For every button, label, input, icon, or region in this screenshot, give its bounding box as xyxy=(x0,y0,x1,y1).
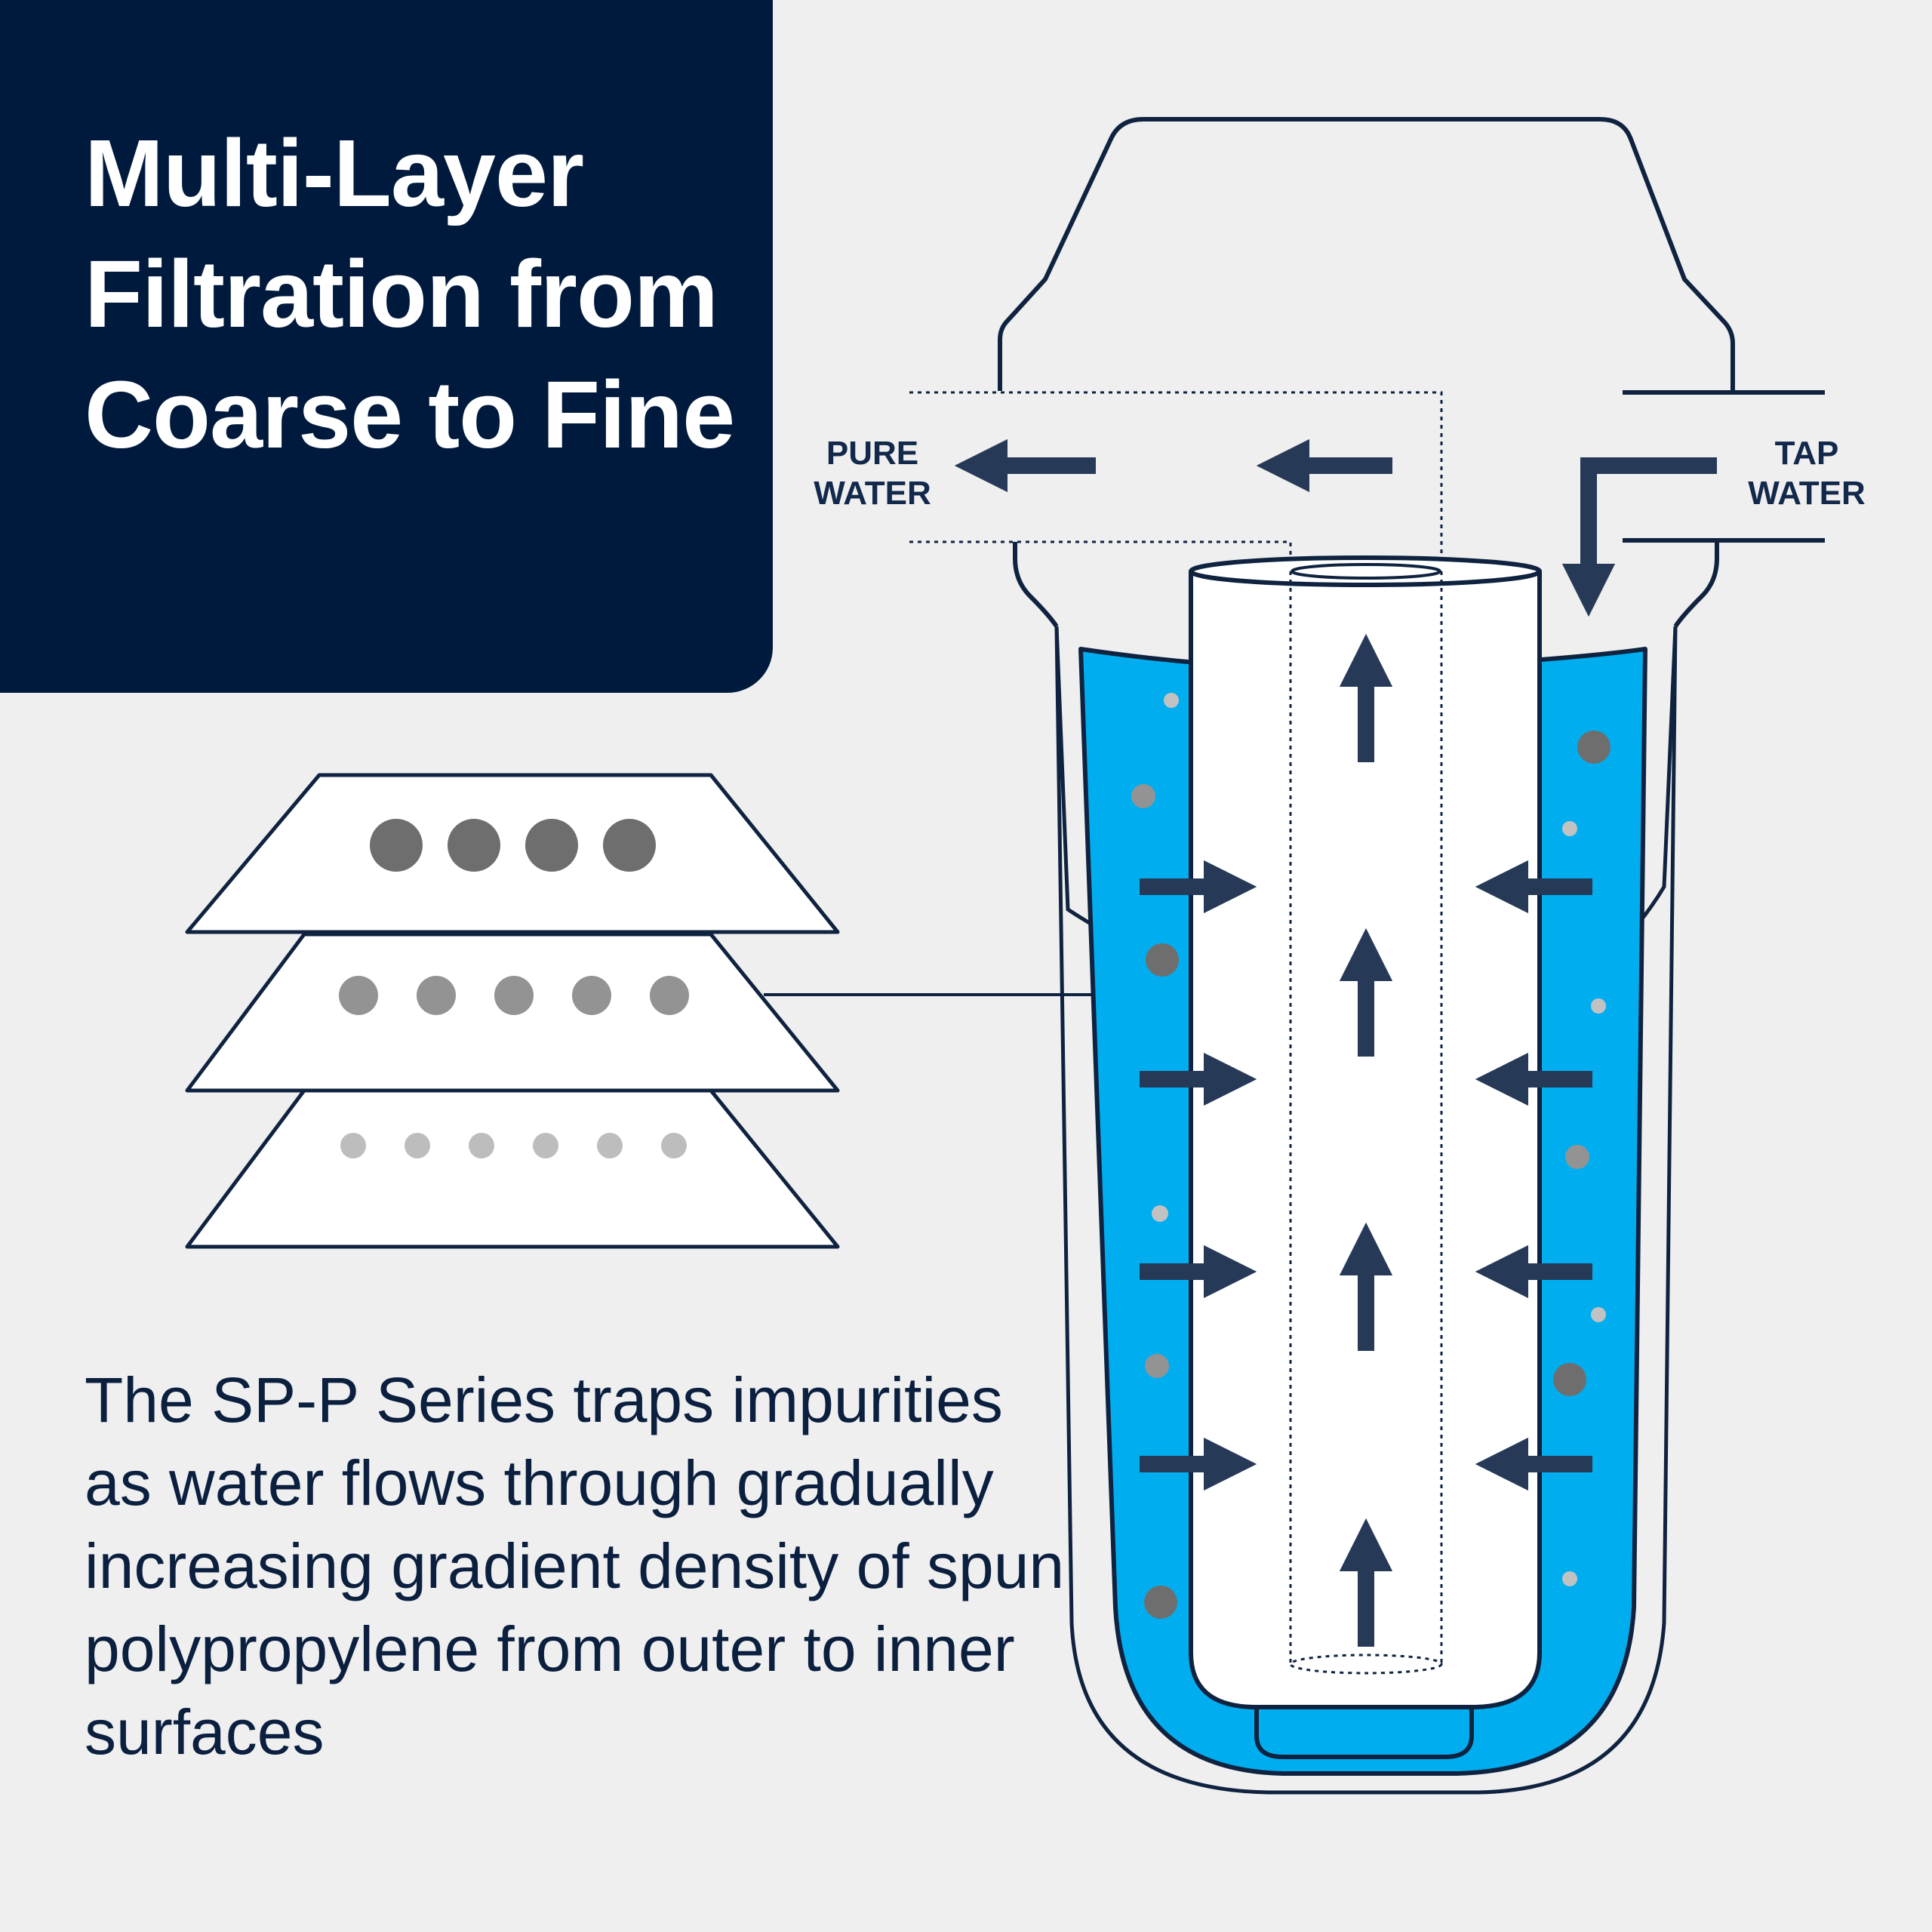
filter-cartridge xyxy=(1189,569,1542,1709)
cartridge-core-opening xyxy=(1291,563,1441,580)
housing-head xyxy=(998,117,1735,628)
title-panel: Multi-Layer Filtration from Coarse to Fi… xyxy=(0,0,773,693)
filter-layers-stack xyxy=(185,773,1191,1249)
cartridge-end-cap xyxy=(1254,1698,1474,1759)
pure-water-label-line1: PURE xyxy=(826,435,918,472)
coarse-layer xyxy=(185,773,840,934)
tap-water-label-line1: TAP xyxy=(1775,435,1839,472)
coarse-particles xyxy=(370,819,656,872)
inlet-arrow xyxy=(1561,457,1717,617)
tap-water-label-line2: WATER xyxy=(1748,475,1866,512)
outer-bowl-outline xyxy=(1054,626,1678,1795)
housing-bowl xyxy=(1054,555,1678,1795)
description-text: The SP-P Series traps impurities as wate… xyxy=(85,1364,1065,1767)
sediment-particles xyxy=(1131,693,1611,1619)
fine-layer xyxy=(185,1088,840,1249)
medium-particles xyxy=(339,976,689,1015)
flow-arrows xyxy=(954,438,1717,1647)
fine-particles xyxy=(340,1133,687,1158)
pure-water-label-line2: WATER xyxy=(814,475,931,512)
headline: Multi-Layer Filtration from Coarse to Fi… xyxy=(85,120,735,468)
cartridge-core-bottom xyxy=(1289,1654,1443,1675)
